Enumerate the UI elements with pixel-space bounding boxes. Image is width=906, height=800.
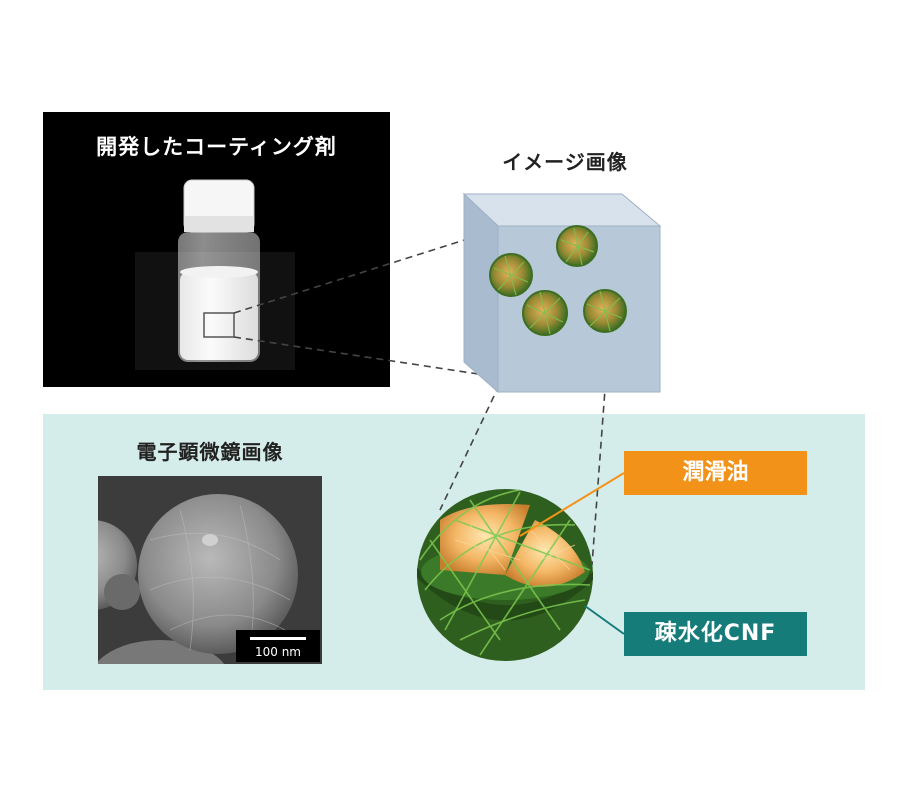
capsule-cutaway <box>417 489 593 661</box>
sem-image <box>98 476 322 664</box>
concept-image-title: イメージ画像 <box>502 150 628 174</box>
cnf-leader-line <box>584 605 625 635</box>
coating-agent-title: 開発したコーティング剤 <box>96 135 337 159</box>
lubricating-oil-label: 潤滑油 <box>624 451 807 495</box>
scale-bar <box>250 637 306 640</box>
electron-micrograph-title: 電子顕微鏡画像 <box>136 440 284 464</box>
bottle-illustration <box>135 179 295 370</box>
capsules-in-cube <box>489 225 627 336</box>
cube-illustration <box>462 192 662 394</box>
scale-bar-label: 100 nm <box>254 645 301 659</box>
sample-area-marker <box>203 312 235 338</box>
lube-leader-line <box>519 472 625 537</box>
hydrophobic-cnf-label: 疎水化CNF <box>624 612 807 656</box>
